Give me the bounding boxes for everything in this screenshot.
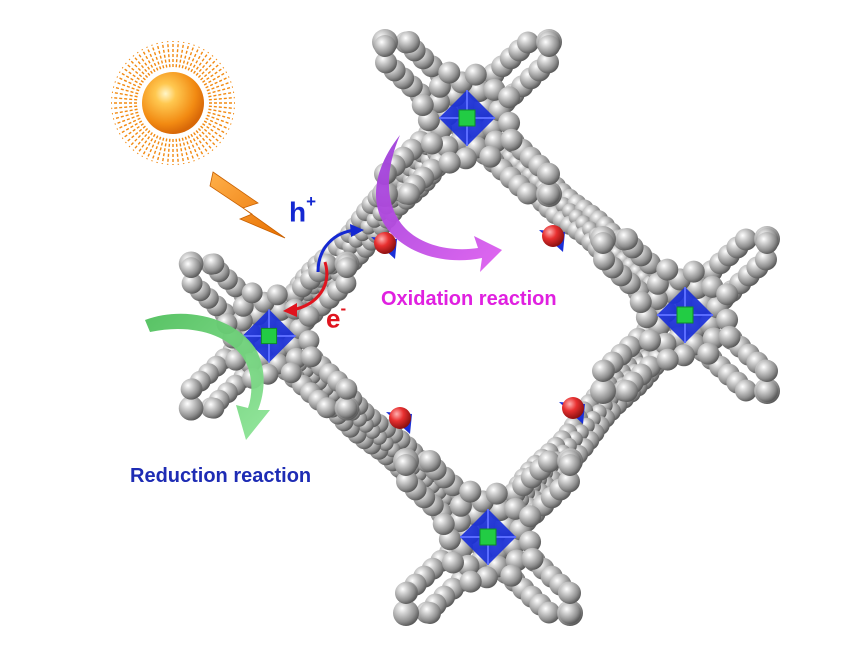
reduction-reaction-label: Reduction reaction [130,465,312,487]
hole-symbol: h [289,196,307,228]
oxidation-reaction-label: Oxidation reaction [381,288,557,310]
reduction-arrow-icon [145,313,270,440]
electron-transfer-arrow-icon [283,261,329,317]
hole-charge: + [306,192,317,211]
electron-charge: - [340,299,347,318]
hole-label: h+ [289,192,316,228]
porphyrin-framework [178,29,780,626]
electron-label: e- [326,299,346,335]
hole-transfer-arrow-icon [316,224,364,273]
lightning-icon [209,171,286,239]
oxidation-arrow-icon [376,135,502,272]
electron-symbol: e [326,303,341,334]
sun-icon [111,41,235,165]
